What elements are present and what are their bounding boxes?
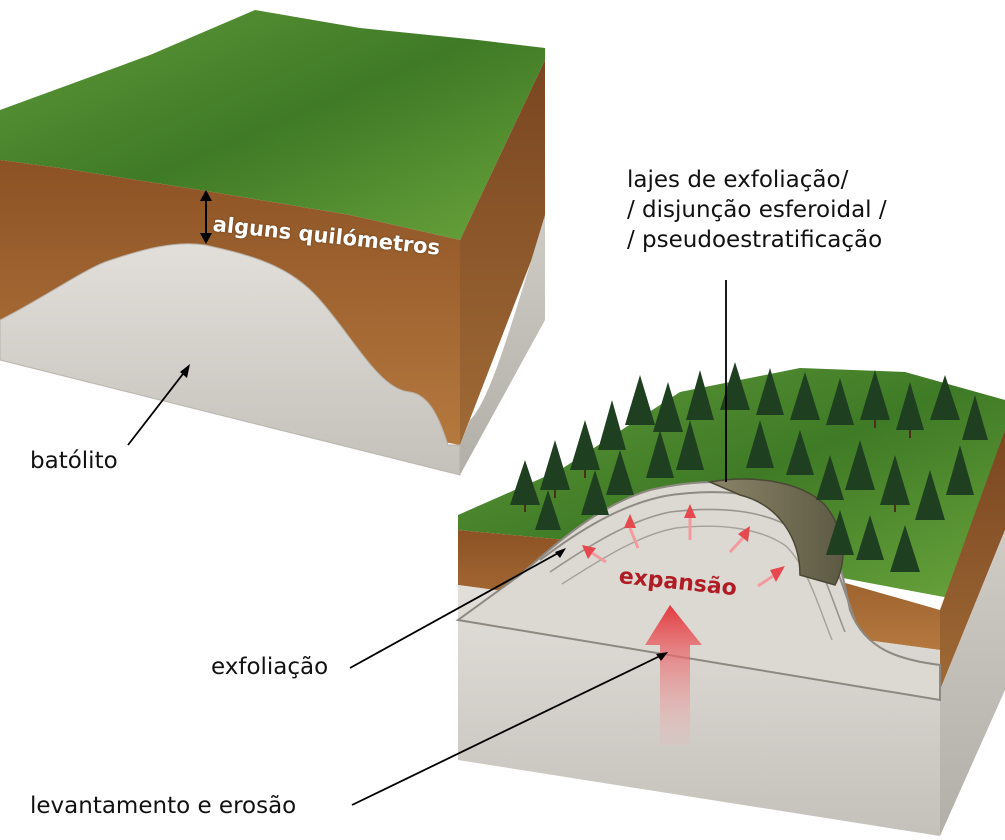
exfoliation-pointer-line — [349, 551, 561, 669]
tree — [676, 420, 704, 470]
expansion-arrow-stem — [591, 551, 607, 564]
right-rock-side — [940, 530, 1005, 836]
tree — [535, 490, 561, 530]
uplift-pointer-line — [351, 654, 663, 806]
tree — [720, 362, 750, 410]
right-block — [349, 280, 1005, 836]
left-block — [0, 10, 545, 476]
tree — [790, 372, 820, 420]
batholith-pointer-line — [127, 369, 187, 446]
tree — [930, 375, 960, 420]
exfoliation-slabs-line-3: / pseudoestratificação — [627, 227, 883, 253]
batholith-label: batólito — [30, 448, 118, 474]
tree — [756, 368, 784, 415]
tree — [598, 400, 626, 450]
tree — [856, 515, 884, 560]
thickness-arrow-head-bottom — [200, 233, 212, 244]
tree — [915, 470, 945, 520]
tree — [653, 382, 683, 432]
tree — [625, 375, 655, 425]
tree — [510, 460, 540, 505]
expansion-arrow — [624, 514, 636, 528]
expansion-arrow — [770, 566, 785, 582]
tree — [606, 450, 634, 495]
left-soil-side — [460, 60, 545, 445]
expansion-arrow-stem — [757, 574, 774, 588]
tree — [646, 430, 674, 478]
thickness-arrow-head-top — [200, 190, 212, 201]
tree — [746, 420, 774, 468]
exfoliation-slabs-line-1: lajes de exfoliação/ — [627, 167, 849, 193]
tree — [946, 445, 974, 495]
left-grass-surface — [0, 10, 545, 240]
expansion-arrows — [582, 504, 785, 588]
tree — [860, 370, 890, 420]
tree — [686, 370, 714, 420]
expansion-arrow — [582, 545, 596, 559]
expansion-arrow-stem — [628, 527, 640, 549]
tree — [816, 455, 844, 500]
right-soil-side — [940, 430, 1005, 690]
tree-trunks — [524, 420, 911, 512]
exfoliation-pointer-head — [555, 548, 566, 558]
uplift-arrow — [645, 605, 702, 745]
tree — [570, 420, 600, 470]
tree — [826, 378, 854, 425]
tree — [786, 430, 814, 475]
tree — [890, 525, 920, 572]
tree — [826, 510, 854, 555]
expansion-arrow-stem — [728, 536, 745, 554]
batholith-pointer-head — [180, 364, 190, 378]
uplift-erosion-label: levantamento e erosão — [30, 793, 297, 819]
forest — [510, 362, 988, 572]
exfoliation-label: exfoliação — [211, 654, 329, 680]
tree — [962, 395, 988, 440]
uplift-pointer-head — [656, 652, 668, 661]
batholith-rock-side — [460, 215, 545, 475]
expansion-arrow — [684, 504, 696, 518]
tree — [896, 382, 924, 430]
exfoliation-layer-3 — [561, 525, 833, 641]
tree — [540, 440, 570, 490]
tree — [880, 455, 910, 505]
expansion-arrow — [738, 526, 750, 542]
exfoliation-slabs-line-2: / disjunção esferoidal / — [627, 197, 887, 223]
batholith-rock — [0, 243, 461, 476]
tree — [581, 470, 609, 515]
exfoliation-slabs-label: lajes de exfoliação/ / disjunção esferoi… — [627, 165, 887, 255]
tree — [845, 440, 875, 490]
